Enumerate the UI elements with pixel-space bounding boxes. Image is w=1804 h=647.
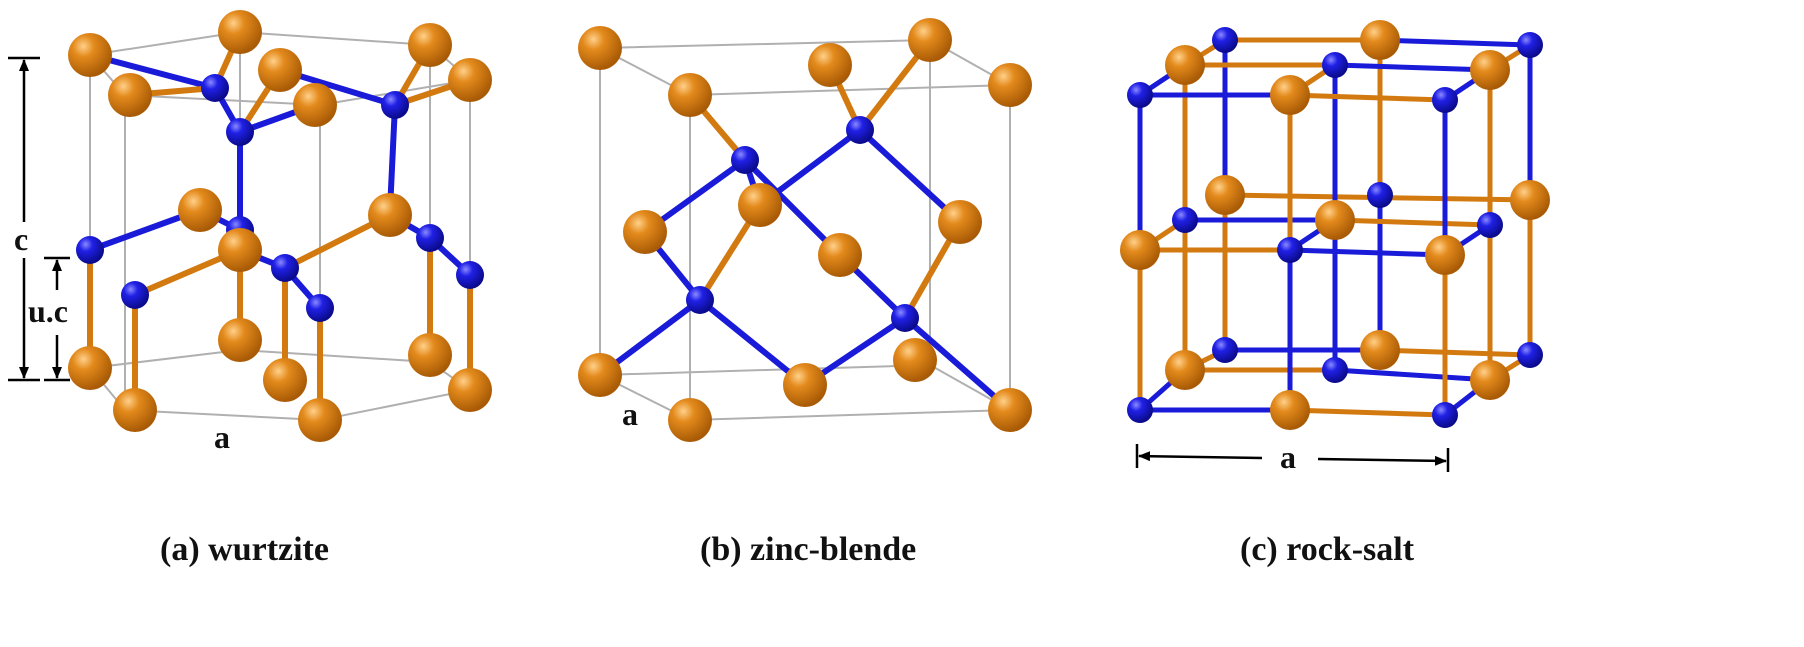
- label-a-wurtzite: a: [214, 419, 230, 455]
- label-c: c: [14, 221, 28, 257]
- dimension-c: [8, 56, 40, 382]
- label-a-rocksalt: a: [1280, 439, 1296, 475]
- caption-rock-salt: (c) rock-salt: [1240, 531, 1415, 568]
- label-uc: u.c: [28, 293, 68, 329]
- caption-zinc-blende: (b) zinc-blende: [700, 531, 916, 568]
- label-a-zincblende: a: [622, 396, 638, 432]
- panel-wurtzite: c u.c a (a) wurtzite: [8, 10, 492, 568]
- panel-rock-salt: a (c) rock-salt: [1120, 20, 1550, 568]
- dimension-uc: [44, 256, 70, 382]
- dimension-a-rocksalt: [1135, 444, 1450, 472]
- wurtzite-atoms: [68, 10, 492, 442]
- caption-wurtzite: (a) wurtzite: [160, 531, 329, 568]
- zincblende-atoms: [578, 18, 1032, 442]
- rocksalt-atoms: [1120, 20, 1550, 430]
- panel-zinc-blende: a (b) zinc-blende: [578, 18, 1032, 568]
